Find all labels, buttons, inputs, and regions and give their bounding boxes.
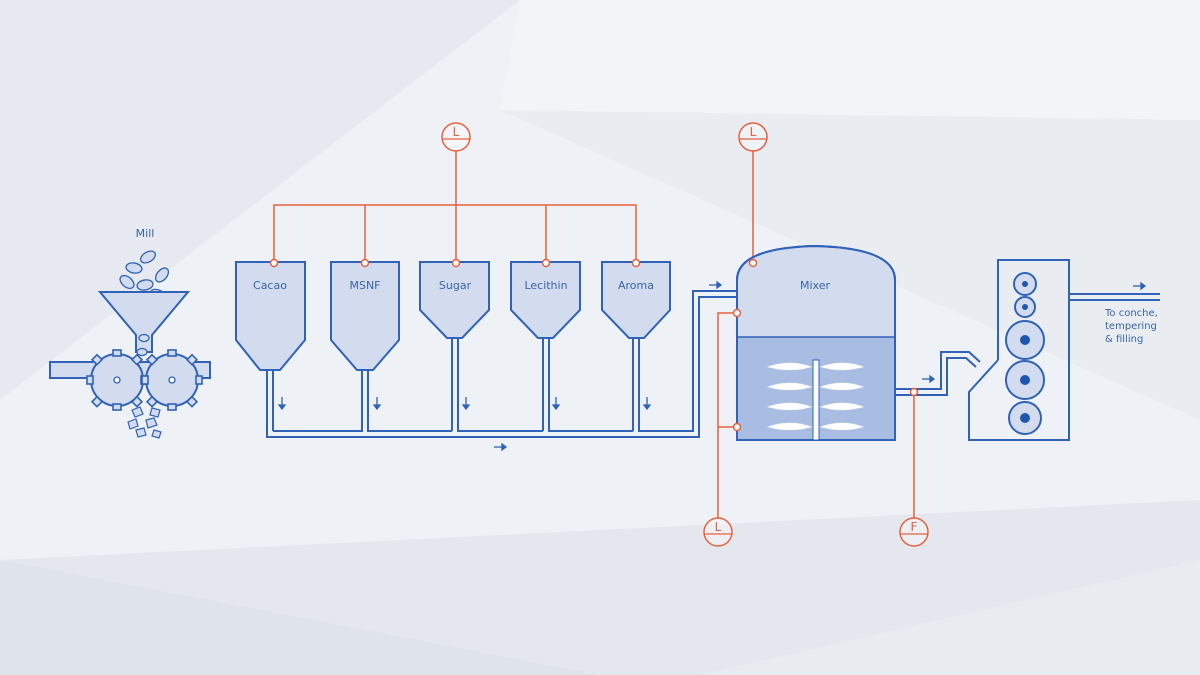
mill-roller-left	[86, 349, 148, 411]
flow-arrows	[277, 280, 1147, 452]
silo-msnf-label: MSNF	[349, 279, 380, 292]
refiner	[968, 259, 1160, 441]
level-sensor-mixer-side-letter: L	[715, 520, 722, 534]
mixer-agitator	[765, 362, 866, 431]
silo-aroma: Aroma	[601, 261, 671, 339]
output-label-line2: tempering	[1105, 321, 1157, 332]
silo-lecithin-label: Lecithin	[524, 279, 567, 292]
level-sensor-mixer-side: L	[703, 517, 733, 547]
output-label-line3: & filling	[1105, 334, 1143, 345]
silo-lecithin: Lecithin	[510, 261, 581, 339]
flow-sensor-outlet-letter: F	[911, 520, 918, 534]
sensor-taps	[269, 258, 919, 432]
refiner-rolls	[1005, 272, 1045, 435]
feed-pipes	[266, 290, 737, 438]
silo-cacao-label: Cacao	[253, 279, 287, 292]
output-label-line1: To conche,	[1104, 308, 1158, 319]
level-sensor-mixer-top-letter: L	[750, 125, 757, 139]
silo-sugar-label: Sugar	[439, 279, 472, 292]
cocoa-nibs	[127, 406, 162, 439]
flow-sensor-outlet: F	[899, 517, 929, 547]
silo-aroma-label: Aroma	[618, 279, 654, 292]
mill-roller-right	[141, 349, 203, 411]
silo-cacao: Cacao	[235, 261, 306, 371]
level-sensor-mixer-top: L	[738, 122, 768, 152]
mill-label: Mill	[136, 227, 155, 240]
silo-msnf: MSNF	[330, 261, 400, 371]
mixer-label: Mixer	[800, 279, 830, 292]
mill-hopper	[97, 291, 191, 353]
silo-sugar: Sugar	[419, 261, 490, 339]
level-sensor-silos-letter: L	[453, 125, 460, 139]
mill: Mill	[49, 227, 211, 439]
signal-lines	[273, 150, 915, 518]
outlet-pipe	[895, 351, 981, 396]
level-sensor-silos: L	[441, 122, 471, 152]
mixer: Mixer	[736, 244, 896, 441]
